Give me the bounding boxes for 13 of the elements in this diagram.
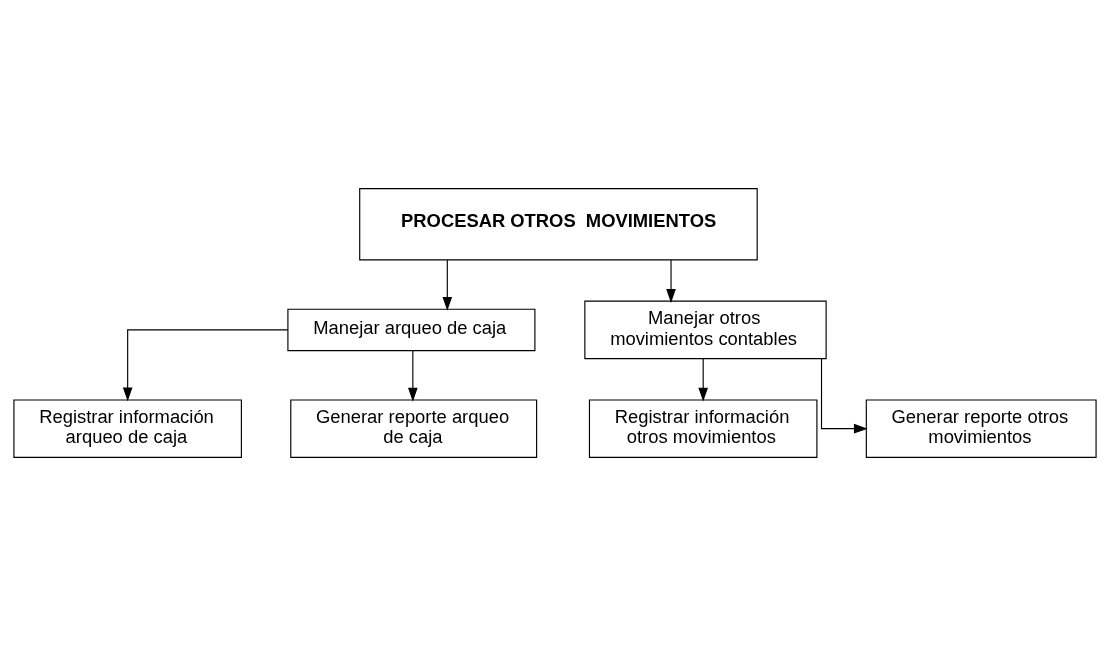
node-box: Generar reporte otros movimientos (865, 399, 1097, 458)
node-box: Registrar información otros movimientos (588, 399, 818, 458)
arrow (122, 329, 289, 402)
arrow (408, 350, 418, 402)
arrow (698, 358, 709, 402)
node-box: PROCESAR OTROS MOVIMIENTOS (359, 188, 758, 261)
arrow (820, 358, 868, 434)
node-box: Registrar información arqueo de caja (13, 399, 242, 458)
node-box: Manejar otros movimientos contables (584, 300, 827, 360)
node-box: Generar reporte arqueo de caja (290, 399, 538, 458)
arrow (442, 259, 453, 311)
arrow (666, 259, 676, 303)
node-box: Manejar arqueo de caja (287, 308, 536, 352)
